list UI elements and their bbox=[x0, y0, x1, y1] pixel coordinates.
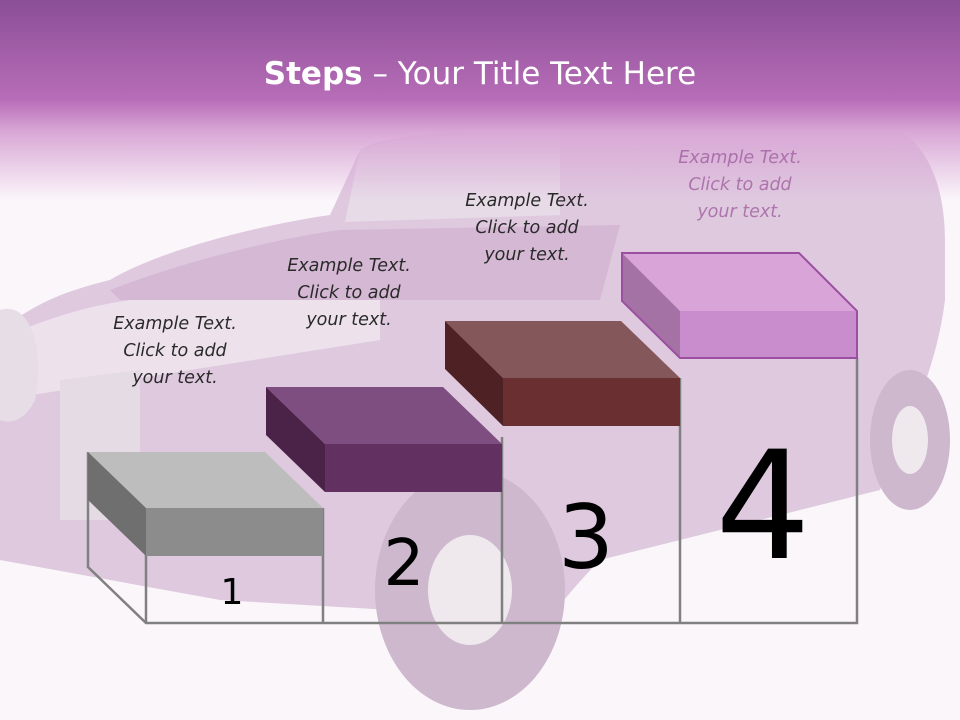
step-caption-1[interactable]: Example Text. Click to add your text. bbox=[80, 311, 270, 392]
step-caption-2[interactable]: Example Text. Click to add your text. bbox=[254, 253, 444, 334]
step-caption-4[interactable]: Example Text. Click to add your text. bbox=[645, 145, 835, 226]
caption-line: Click to add bbox=[475, 218, 579, 238]
title-banner bbox=[0, 0, 960, 200]
caption-line: Click to add bbox=[297, 283, 401, 303]
steps-outline bbox=[86, 358, 859, 625]
caption-line: your text. bbox=[132, 368, 218, 388]
step-block-3[interactable] bbox=[445, 321, 680, 426]
caption-line: Example Text. bbox=[678, 148, 802, 168]
caption-line: Click to add bbox=[688, 175, 792, 195]
step-number-4: 4 bbox=[715, 420, 810, 594]
step-caption-3[interactable]: Example Text. Click to add your text. bbox=[432, 188, 622, 269]
caption-line: your text. bbox=[697, 202, 783, 222]
title-rest: – Your Title Text Here bbox=[362, 56, 697, 92]
slide-title[interactable]: Steps – Your Title Text Here bbox=[0, 56, 960, 92]
step-block-4[interactable] bbox=[621, 252, 858, 359]
title-bold: Steps bbox=[263, 56, 363, 92]
step-number-2: 2 bbox=[384, 527, 425, 601]
caption-line: your text. bbox=[484, 245, 570, 265]
step-block-1[interactable] bbox=[88, 452, 323, 556]
caption-line: Example Text. bbox=[465, 191, 589, 211]
step-number-3: 3 bbox=[558, 486, 614, 589]
caption-line: Click to add bbox=[123, 341, 227, 361]
caption-line: Example Text. bbox=[287, 256, 411, 276]
step-block-2[interactable] bbox=[266, 387, 502, 492]
caption-line: Example Text. bbox=[113, 314, 237, 334]
step-number-1: 1 bbox=[221, 572, 244, 613]
caption-line: your text. bbox=[306, 310, 392, 330]
